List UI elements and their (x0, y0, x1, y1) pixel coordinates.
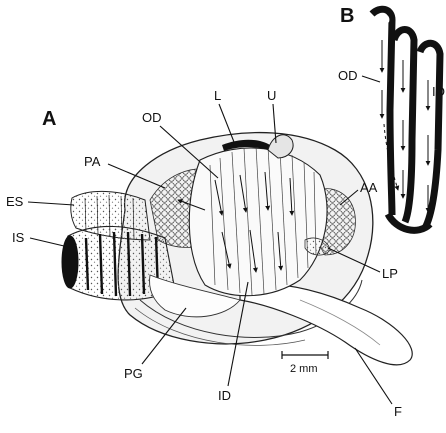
label-id: ID (218, 388, 231, 403)
label-is-group: IS (12, 230, 64, 246)
label-es: ES (6, 194, 24, 209)
label-aa: AA (360, 180, 378, 195)
panel-a-label: A (42, 108, 56, 130)
label-lp: LP (382, 266, 398, 281)
gill-lamellae (178, 146, 327, 296)
label-pa: PA (84, 154, 101, 169)
label-es-group: ES (6, 194, 74, 209)
inset-label-od: OD (338, 68, 358, 83)
label-u: U (267, 88, 276, 103)
label-l: L (214, 88, 221, 103)
label-f: F (394, 404, 402, 419)
leader-is (30, 238, 64, 246)
inset-leader-od (362, 76, 380, 82)
inset-label-id: ID (432, 84, 445, 99)
panel-b-label: B (340, 5, 354, 27)
inset-label-od-group: OD (338, 68, 380, 83)
gill-filament-inset (372, 9, 440, 230)
leader-es (28, 202, 74, 205)
label-l-group: L (214, 88, 234, 142)
label-od: OD (142, 110, 162, 125)
inset-label-id-group: ID (432, 84, 445, 99)
scale-bar: 2 mm (282, 351, 328, 375)
label-pg: PG (124, 366, 143, 381)
label-is: IS (12, 230, 25, 245)
scale-bar-text: 2 mm (290, 363, 318, 375)
